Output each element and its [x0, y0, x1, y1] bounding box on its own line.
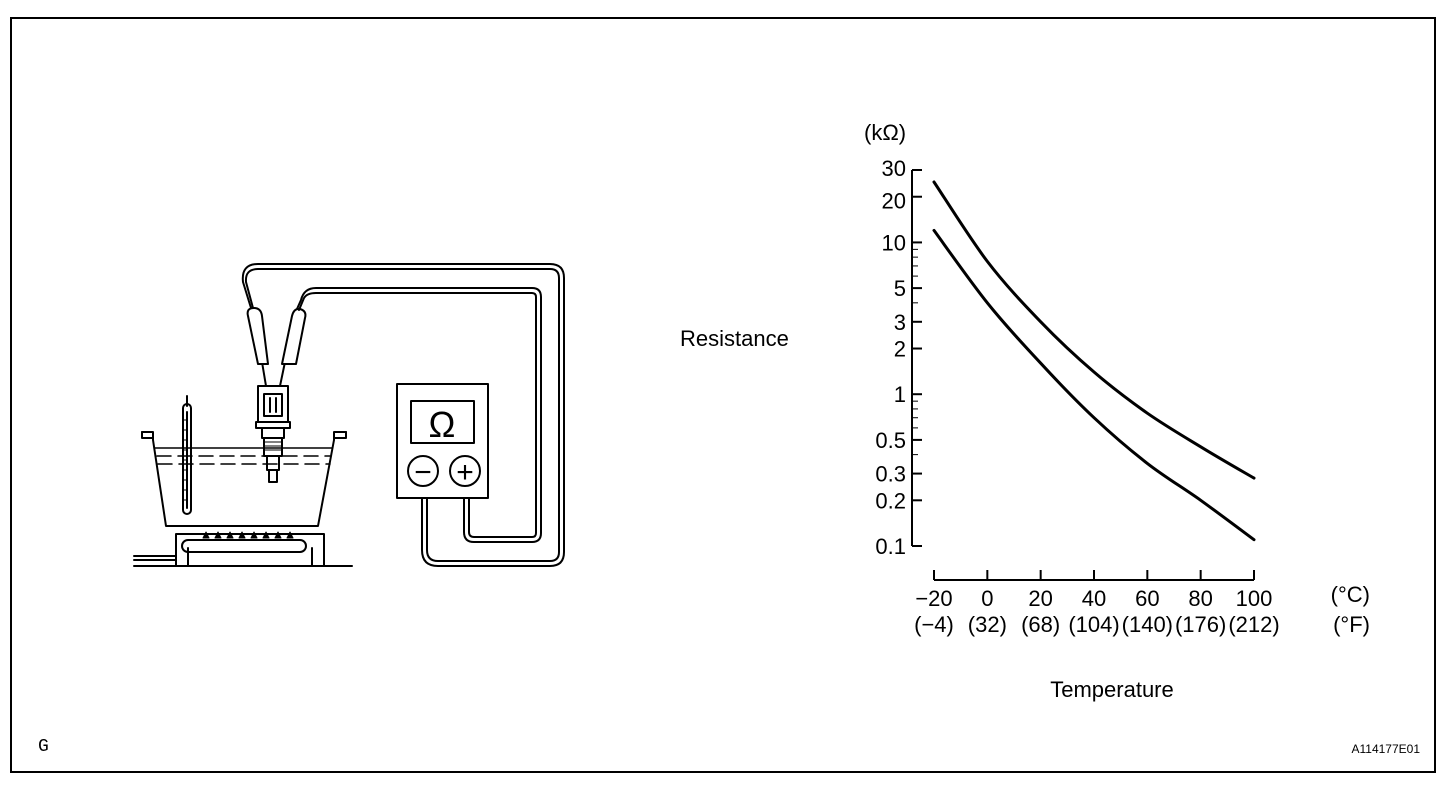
y-axis: 0.1 0.20.3 0.5 1 23 5 10 20 30: [875, 156, 922, 559]
negative-terminal: [407, 455, 439, 487]
y-tick-label: 0.3: [875, 462, 906, 487]
y-tick-label: 2: [894, 337, 906, 362]
x-tick-label-celsius: 0: [981, 586, 993, 611]
y-tick-label: 5: [894, 276, 906, 301]
y-tick-label: 1: [894, 382, 906, 407]
y-tick-label: 3: [894, 310, 906, 335]
upper-resistance-curve: [932, 180, 1256, 480]
thermometer: [182, 395, 192, 515]
positive-terminal: [449, 455, 481, 487]
y-tick-label: 30: [882, 156, 906, 181]
x-tick-label-celsius: 100: [1236, 586, 1273, 611]
minus-symbol: −: [414, 456, 432, 489]
x-tick-label-fahrenheit: (176): [1175, 612, 1226, 637]
x-axis: −20(−4) 0(32) 20(68) 40(104) 60(140) 80(176) 1…: [914, 570, 1280, 637]
y-tick-label: 10: [882, 230, 906, 255]
x-axis-label: Temperature: [1050, 677, 1174, 702]
y-tick-label: 0.2: [875, 488, 906, 513]
y-axis-label: Resistance: [680, 326, 789, 351]
x-axis-unit-celsius: (°C): [1331, 582, 1370, 607]
x-axis-unit-fahrenheit: (°F): [1333, 612, 1370, 637]
burner-stand: [133, 531, 353, 567]
lower-resistance-curve: [932, 228, 1256, 542]
x-tick-label-celsius: 40: [1082, 586, 1106, 611]
x-tick-label-celsius: 20: [1028, 586, 1052, 611]
x-tick-label-fahrenheit: (−4): [914, 612, 954, 637]
x-tick-label-celsius: 80: [1188, 586, 1212, 611]
water-container: [141, 431, 347, 527]
corner-mark: G: [38, 737, 49, 757]
figure-id: A114177E01: [1351, 742, 1420, 756]
y-tick-label: 0.5: [875, 428, 906, 453]
x-tick-label-celsius: −20: [915, 586, 952, 611]
x-tick-label-fahrenheit: (212): [1228, 612, 1279, 637]
series-lines: [932, 180, 1256, 542]
plus-symbol: +: [456, 456, 474, 489]
ohmmeter-probes: [246, 307, 307, 387]
y-tick-label: 20: [882, 189, 906, 214]
test-setup-illustration: [133, 263, 565, 567]
lead-wires: [241, 263, 565, 567]
x-tick-label-fahrenheit: (140): [1122, 612, 1173, 637]
x-tick-label-fahrenheit: (32): [968, 612, 1007, 637]
y-tick-label: 0.1: [875, 534, 906, 559]
ohmmeter: [396, 383, 489, 499]
x-tick-label-fahrenheit: (104): [1068, 612, 1119, 637]
x-tick-label-fahrenheit: (68): [1021, 612, 1060, 637]
temperature-sensor: [255, 385, 291, 483]
ohm-symbol: Ω: [429, 404, 456, 445]
resistance-chart: (kΩ) Resistance (°C) (°F) Temperature 0.…: [680, 120, 1370, 702]
x-tick-label-celsius: 60: [1135, 586, 1159, 611]
y-axis-unit: (kΩ): [864, 120, 906, 145]
frame-border: [10, 17, 1436, 773]
